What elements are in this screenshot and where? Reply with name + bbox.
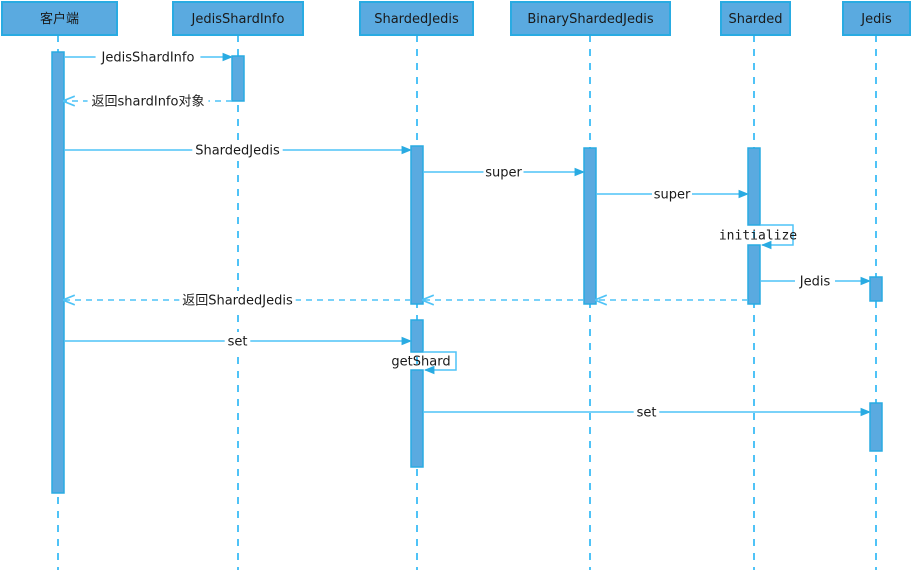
activations-layer	[51, 51, 883, 494]
messages-layer: JedisShardInfo 返回shardInfo对象 ShardedJedis s…	[64, 48, 872, 421]
message-m7: 返回ShardedJedis	[64, 291, 411, 309]
message-label-m2: 返回shardInfo对象	[92, 95, 205, 110]
message-m3: ShardedJedis	[64, 141, 413, 159]
message-label-bg-m10	[224, 332, 251, 350]
participant-label-sharded: Sharded	[728, 12, 782, 27]
message-label-m6: Jedis	[799, 275, 831, 290]
participant-label-binary: BinaryShardedJedis	[527, 12, 654, 27]
message-label-bg-m1	[95, 48, 201, 66]
activation-bar-act-shardedjedis-3[interactable]	[410, 369, 424, 468]
activation-bar-act-shardedjedis-2[interactable]	[410, 319, 424, 353]
participant-box-client[interactable]	[1, 1, 118, 36]
message-label-m10: set	[228, 335, 248, 350]
message-label-bg-m7	[179, 291, 296, 309]
message-m5: super	[596, 185, 750, 203]
message-label-m7: 返回ShardedJedis	[182, 294, 293, 309]
activation-bar-act-shardedjedis-1[interactable]	[410, 145, 424, 305]
message-label-bg-m6	[795, 272, 835, 290]
self-message-label-s1: initialize	[719, 229, 797, 244]
message-label-m11: set	[637, 406, 657, 421]
self-message-arrow-s1	[760, 224, 794, 250]
self-message-arrow-s2	[423, 351, 457, 375]
activation-bar-act-jedis-2[interactable]	[869, 402, 883, 452]
message-m1: JedisShardInfo	[64, 48, 234, 66]
participant-label-shardinfo: JedisShardInfo	[191, 12, 285, 27]
participant-box-jedis[interactable]	[842, 1, 911, 36]
activation-bar-act-sharded-1[interactable]	[747, 147, 761, 226]
message-m10: set	[64, 332, 413, 350]
message-label-bg-m3	[192, 141, 283, 159]
self-messages-layer: initialize getShard	[391, 224, 797, 375]
message-label-bg-m4	[483, 163, 524, 181]
participant-header-binary[interactable]: BinaryShardedJedis	[510, 1, 671, 36]
message-label-m3: ShardedJedis	[195, 144, 280, 159]
participant-box-sharded[interactable]	[720, 1, 791, 36]
message-label-bg-m5	[652, 185, 692, 203]
message-m6: Jedis	[760, 272, 872, 290]
activation-bar-act-client[interactable]	[51, 51, 65, 494]
participant-header-sharded_jedis[interactable]: ShardedJedis	[359, 1, 474, 36]
participant-header-sharded[interactable]: Sharded	[720, 1, 791, 36]
message-label-bg-m2	[87, 92, 209, 110]
message-label-bg-m11	[633, 403, 660, 421]
message-m2: 返回shardInfo对象	[64, 92, 232, 110]
activation-bar-act-sharded-2[interactable]	[747, 244, 761, 305]
activation-bar-act-jedis-1[interactable]	[869, 276, 883, 302]
message-m11: set	[423, 403, 872, 421]
self-message-s1: initialize	[719, 224, 797, 250]
participant-header-jedis[interactable]: Jedis	[842, 1, 911, 36]
participant-box-shardinfo[interactable]	[172, 1, 304, 36]
message-label-m4: super	[485, 166, 522, 181]
self-message-s2: getShard	[391, 351, 457, 375]
message-m4: super	[423, 163, 586, 181]
participant-label-jedis: Jedis	[860, 12, 892, 27]
participant-label-sharded_jedis: ShardedJedis	[374, 12, 459, 27]
message-label-m5: super	[654, 188, 691, 203]
message-label-m1: JedisShardInfo	[101, 51, 195, 66]
self-message-label-s2: getShard	[391, 355, 450, 370]
activation-bar-act-binary[interactable]	[583, 147, 597, 305]
participant-header-client[interactable]: 客户端	[1, 1, 118, 36]
activation-bar-act-shardinfo[interactable]	[231, 55, 245, 102]
participant-box-binary[interactable]	[510, 1, 671, 36]
participant-label-client: 客户端	[40, 11, 79, 27]
participant-box-sharded_jedis[interactable]	[359, 1, 474, 36]
participant-header-shardinfo[interactable]: JedisShardInfo	[172, 1, 304, 36]
